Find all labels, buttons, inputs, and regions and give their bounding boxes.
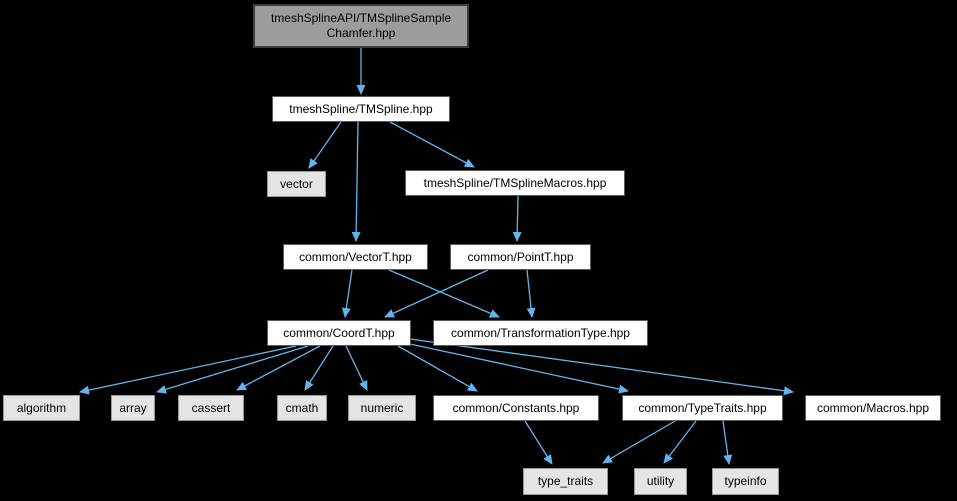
edge-coordt-numeric	[345, 345, 368, 391]
edge-coordt-algorithm	[79, 345, 297, 395]
edge-coordt-cassert	[236, 345, 321, 391]
edge-coordt-array	[156, 345, 309, 394]
edge-typetraits-typeinfo	[722, 420, 733, 465]
node-tmsplinemacros-hpp[interactable]: tmeshSpline/TMSplineMacros.hpp	[405, 170, 625, 196]
node-macros-hpp[interactable]: common/Macros.hpp	[805, 395, 941, 421]
edge-pointt-coordt	[384, 269, 489, 318]
edge-typetraits-type-traits	[602, 420, 676, 464]
node-algorithm: algorithm	[3, 395, 80, 421]
edge-coordt-macros	[409, 338, 794, 396]
edge-coordt-constants	[397, 345, 478, 392]
node-transformationtype-hpp[interactable]: common/TransformationType.hpp	[433, 320, 648, 346]
edge-tmspline-vectort	[351, 121, 361, 242]
node-tmsplinesamplechamfer-hpp: tmeshSplineAPI/TMSplineSample Chamfer.hp…	[253, 4, 469, 48]
node-cassert: cassert	[178, 395, 244, 421]
edge-tmspline-tmsplinemacros	[389, 121, 475, 168]
edge-typetraits-utility	[663, 420, 697, 464]
edge-tmspline-vector	[308, 121, 342, 169]
edge-tmsplinemacros-pointt	[512, 195, 522, 242]
edge-coordt-typetraits	[409, 343, 629, 394]
node-coordt-hpp[interactable]: common/CoordT.hpp	[267, 320, 411, 346]
node-cmath: cmath	[277, 395, 327, 421]
edge-pointt-transformationtype	[526, 269, 536, 318]
node-vectort-hpp[interactable]: common/VectorT.hpp	[283, 244, 428, 270]
node-pointt-hpp[interactable]: common/PointT.hpp	[450, 244, 591, 270]
node-vector: vector	[267, 171, 326, 197]
edge-vectort-coordt	[341, 269, 353, 318]
edge-constants-type-traits	[524, 420, 553, 465]
node-constants-hpp[interactable]: common/Constants.hpp	[433, 395, 599, 421]
node-array: array	[111, 395, 155, 421]
node-typeinfo: typeinfo	[712, 468, 779, 495]
edge-vectort-transformationtype	[388, 269, 500, 318]
node-typetraits-hpp[interactable]: common/TypeTraits.hpp	[622, 395, 783, 421]
node-utility: utility	[634, 468, 687, 495]
node-type-traits: type_traits	[523, 468, 608, 495]
node-tmspline-hpp[interactable]: tmeshSpline/TMSpline.hpp	[272, 96, 450, 122]
edge-coordt-cmath	[304, 345, 334, 391]
node-numeric: numeric	[348, 395, 416, 421]
